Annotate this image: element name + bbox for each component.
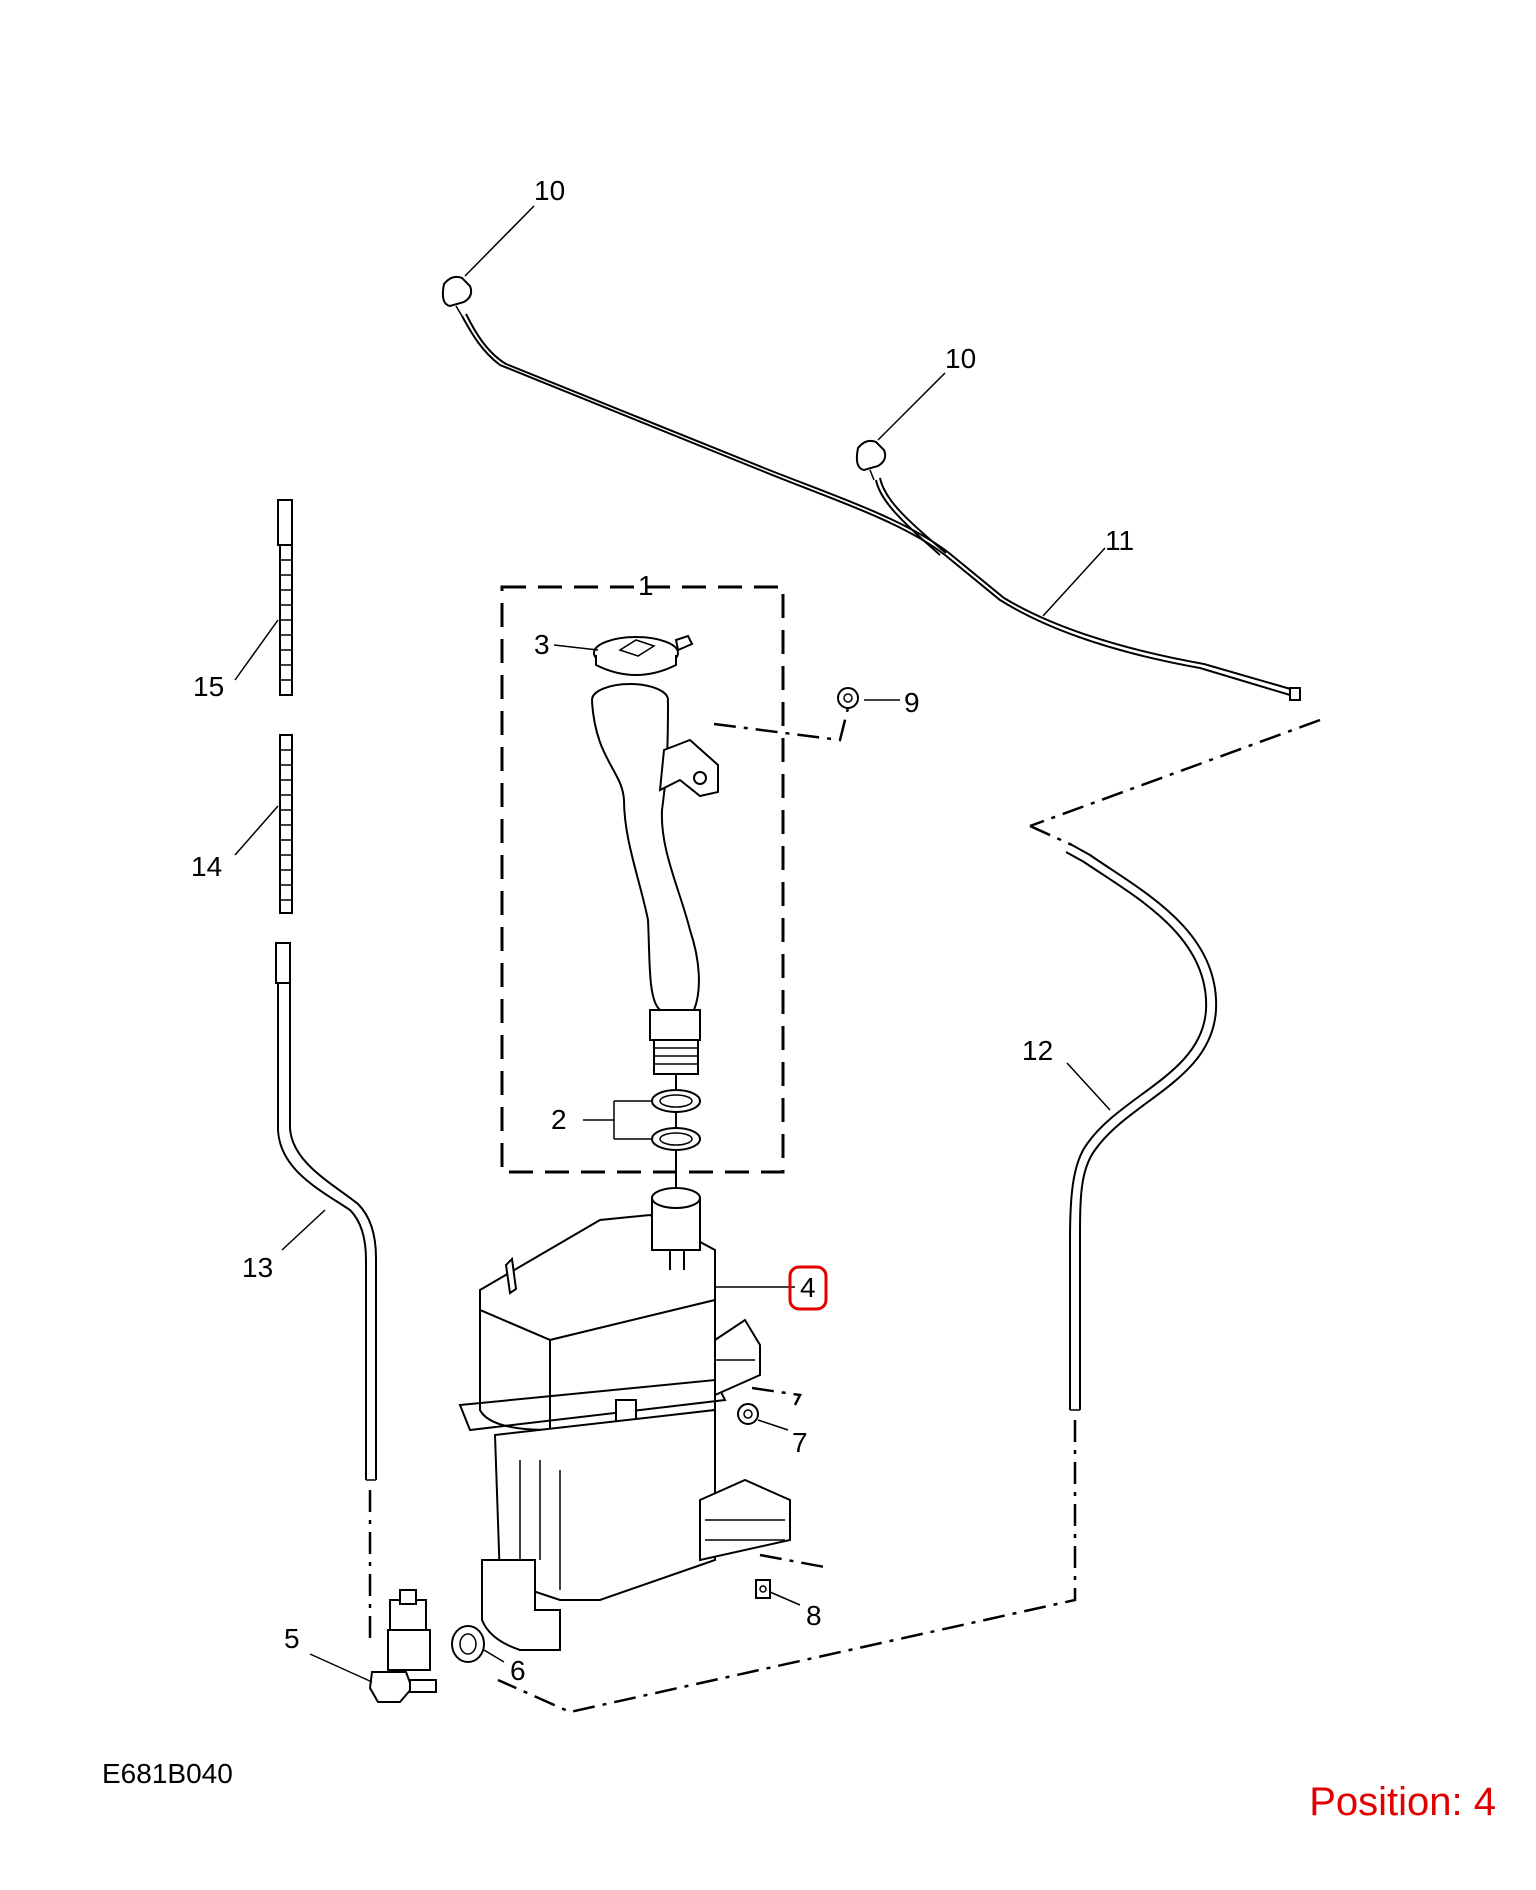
callout-5: 5 — [284, 1623, 300, 1654]
washer-jet-lower[interactable] — [855, 439, 887, 481]
connection-11-12 — [1029, 718, 1321, 828]
position-highlight — [788, 1265, 828, 1311]
hose-11[interactable] — [461, 313, 1301, 701]
washer-jet-upper[interactable] — [441, 275, 473, 317]
seal-rings[interactable] — [651, 1089, 701, 1151]
hose-14[interactable] — [279, 734, 293, 914]
callout-7: 7 — [792, 1427, 808, 1458]
callout-4: 4 — [800, 1272, 816, 1303]
filler-cap[interactable] — [593, 634, 694, 676]
connection-7 — [751, 1386, 802, 1406]
callout-3: 3 — [534, 629, 550, 660]
leader-lines — [234, 205, 1111, 1683]
callout-12: 12 — [1022, 1035, 1053, 1066]
connection-8 — [759, 1553, 831, 1570]
hose-13[interactable] — [275, 942, 377, 1481]
connection-9 — [713, 707, 850, 742]
connection-11-12b — [1029, 824, 1073, 847]
grommet-6[interactable] — [451, 1625, 485, 1663]
bolt-8[interactable] — [755, 1579, 771, 1599]
callout-6: 6 — [510, 1655, 526, 1686]
callout-11: 11 — [1105, 525, 1134, 556]
washer-pump[interactable] — [368, 1589, 437, 1703]
position-label: Position: 4 — [1309, 1780, 1496, 1824]
diagram-code: E681B040 — [102, 1758, 233, 1789]
callout-10-upper: 10 — [534, 175, 565, 206]
washer-reservoir[interactable] — [458, 1187, 791, 1651]
callout-9: 9 — [904, 687, 920, 718]
callout-10-lower: 10 — [945, 343, 976, 374]
nut-7[interactable] — [737, 1403, 759, 1425]
callout-1: 1 — [638, 570, 654, 601]
callout-13: 13 — [242, 1252, 273, 1283]
filler-neck[interactable] — [591, 683, 719, 1075]
connection-12-to-pump — [497, 1420, 1077, 1714]
callout-15: 15 — [193, 671, 224, 702]
callout-8: 8 — [806, 1600, 822, 1631]
callout-2: 2 — [551, 1104, 567, 1135]
screw-9[interactable] — [837, 687, 859, 709]
hose-15[interactable] — [277, 499, 293, 696]
callout-14: 14 — [191, 851, 222, 882]
hose-12[interactable] — [1065, 844, 1218, 1411]
